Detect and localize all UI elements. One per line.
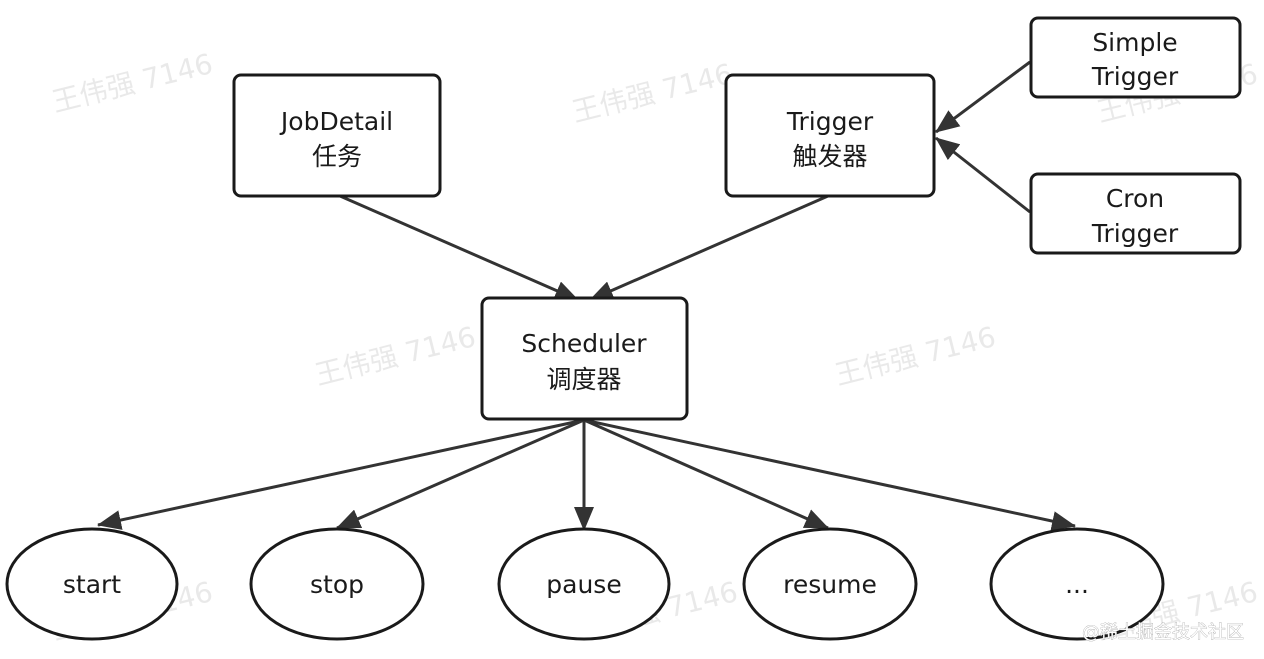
scheduler-box: Scheduler 调度器	[480, 296, 689, 421]
jobdetail-label: JobDetail	[279, 107, 393, 136]
action-node-stop: stop	[249, 527, 425, 641]
watermark-text: 王伟强 7146	[832, 320, 999, 392]
watermark-text: 王伟强 7146	[312, 320, 479, 392]
edges	[97, 60, 1076, 531]
edge-simple-trigger-to-trigger	[935, 60, 1031, 134]
watermark-text: 王伟强 7146	[49, 47, 216, 119]
simple-trigger-box: Simple Trigger	[1029, 16, 1242, 99]
action-node-start: start	[5, 527, 179, 641]
edge-scheduler-to-resume	[583, 418, 829, 530]
simple-trigger-sublabel: Trigger	[1091, 62, 1179, 91]
edge-scheduler-to-more	[583, 418, 1076, 531]
edge-scheduler-to-stop	[336, 418, 585, 530]
cron-trigger-box: Cron Trigger	[1029, 172, 1242, 255]
action-label-start: start	[63, 570, 121, 599]
edge-jobdetail-to-scheduler	[339, 194, 579, 302]
action-label-stop: stop	[310, 570, 364, 599]
action-node-more: ...	[989, 527, 1165, 641]
scheduler-label: Scheduler	[521, 329, 647, 358]
action-label-more: ...	[1065, 570, 1089, 599]
credit-watermark: @稀土掘金技术社区	[1082, 622, 1244, 643]
edge-trigger-to-scheduler	[589, 194, 829, 302]
scheduler-sublabel: 调度器	[546, 365, 621, 394]
jobdetail-sublabel: 任务	[312, 142, 362, 171]
trigger-sublabel: 触发器	[792, 142, 867, 171]
cron-trigger-label: Cron	[1106, 184, 1164, 213]
watermark-text: 王伟强 7146	[569, 57, 736, 129]
trigger-label: Trigger	[786, 107, 874, 136]
action-node-pause: pause	[497, 527, 671, 641]
jobdetail-box: JobDetail 任务	[232, 73, 442, 198]
simple-trigger-label: Simple	[1092, 28, 1177, 57]
edge-cron-trigger-to-trigger	[935, 136, 1031, 214]
trigger-box: Trigger 触发器	[724, 73, 936, 198]
cron-trigger-sublabel: Trigger	[1091, 219, 1179, 248]
action-label-resume: resume	[783, 570, 877, 599]
action-label-pause: pause	[546, 570, 621, 599]
action-node-resume: resume	[742, 527, 918, 641]
edge-scheduler-to-start	[97, 418, 585, 530]
